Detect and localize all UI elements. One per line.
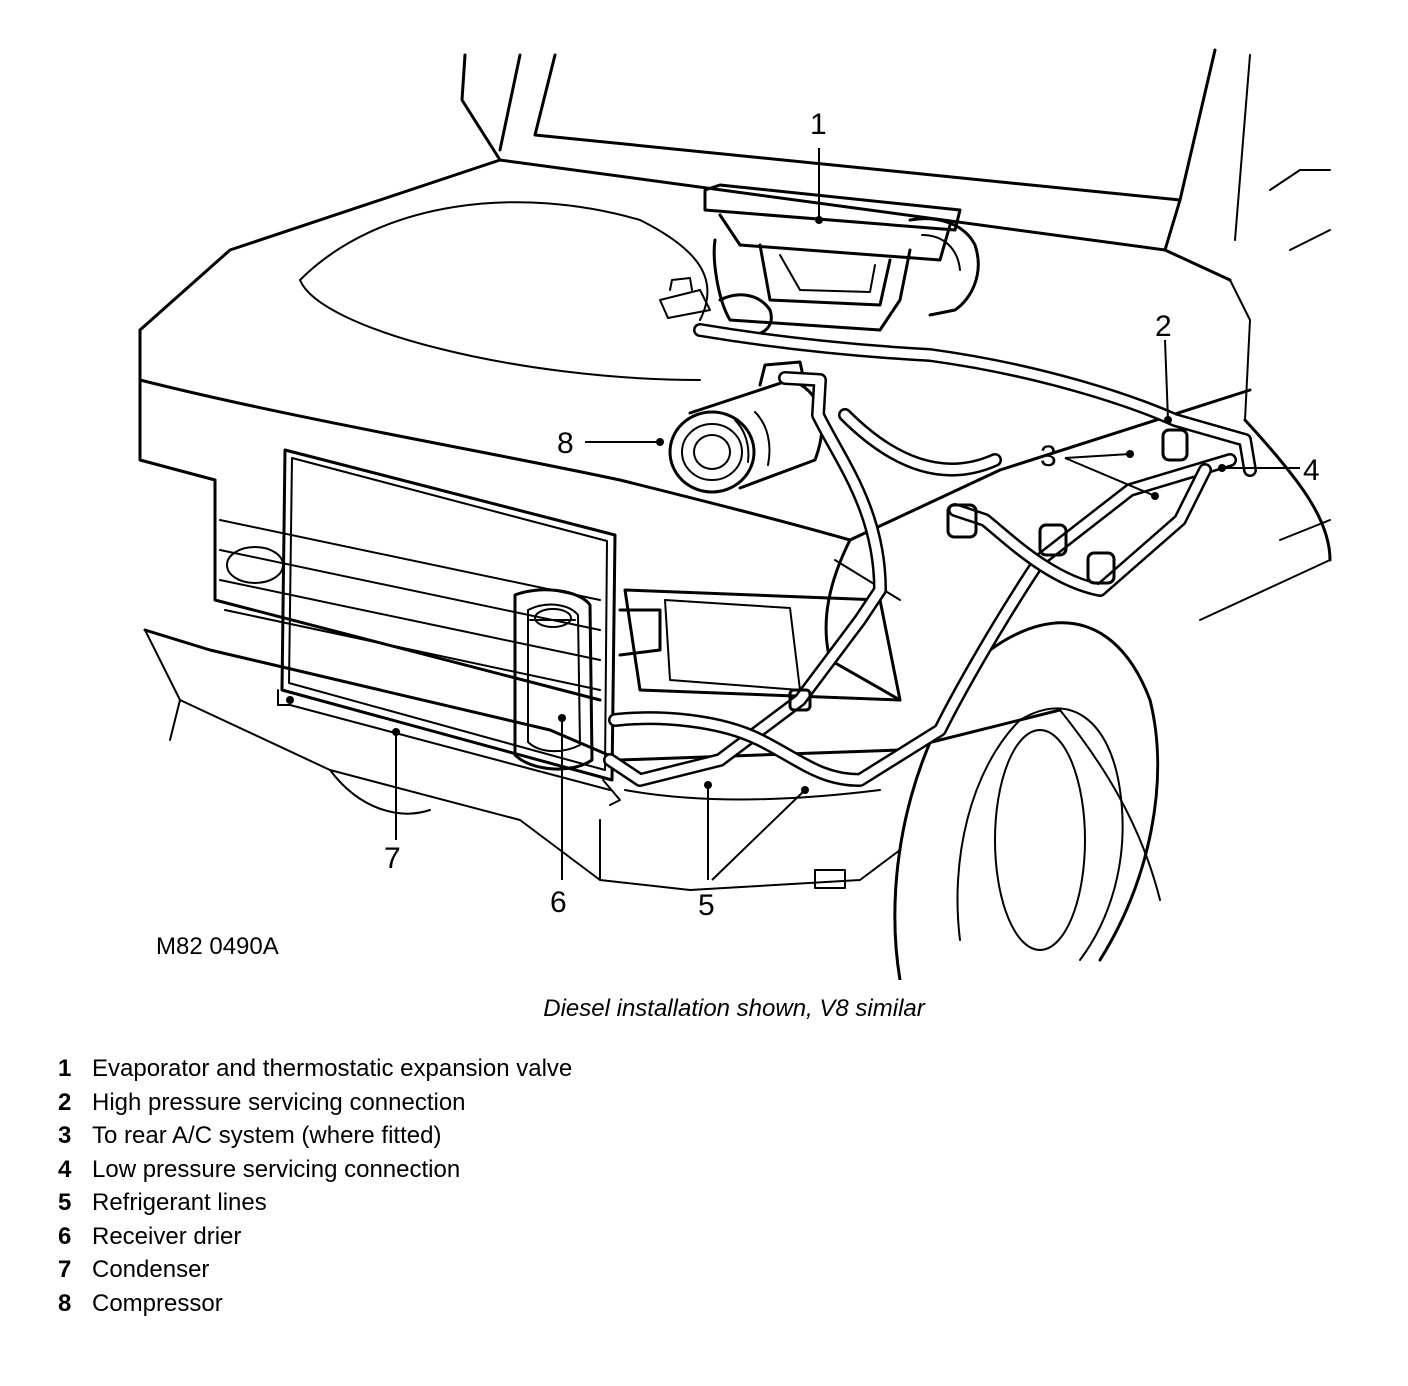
legend-number: 6 xyxy=(58,1222,72,1250)
legend-item: 3 To rear A/C system (where fitted) xyxy=(58,1119,572,1153)
legend-label: Evaporator and thermostatic expansion va… xyxy=(92,1055,573,1082)
legend-item: 5 Refrigerant lines xyxy=(58,1186,572,1220)
callout-number-8: 8 xyxy=(557,427,574,460)
condenser xyxy=(277,448,617,791)
legend-number: 3 xyxy=(58,1122,72,1149)
legend-item: 2 High pressure servicing connection xyxy=(58,1086,572,1120)
legend-label: Compressor xyxy=(92,1289,223,1317)
front-wheel xyxy=(893,621,1160,980)
open-bonnet xyxy=(460,48,1251,252)
legend-label: Condenser xyxy=(92,1256,210,1283)
ac-system-illustration: 1 2 3 4 5 6 7 8 xyxy=(138,48,1332,980)
legend-item: 4 Low pressure servicing connection xyxy=(58,1153,572,1187)
legend-item: 6 Receiver drier xyxy=(58,1220,572,1254)
legend-item: 1 Evaporator and thermostatic expansion v… xyxy=(58,1052,572,1086)
vehicle-body xyxy=(138,158,1332,702)
legend-label: Refrigerant lines xyxy=(92,1189,267,1216)
evaporator xyxy=(659,183,980,337)
callout-number-6: 6 xyxy=(550,886,567,919)
legend-number: 5 xyxy=(58,1189,72,1216)
legend: 1 Evaporator and thermostatic expansion v… xyxy=(58,1052,572,1320)
legend-number: 2 xyxy=(58,1088,72,1116)
callout-number-7: 7 xyxy=(384,842,401,875)
legend-item: 8 Compressor xyxy=(58,1287,572,1321)
receiver-drier xyxy=(513,588,594,771)
figure-id: M82 0490A xyxy=(156,933,279,960)
legend-number: 8 xyxy=(58,1289,72,1317)
legend-label: To rear A/C system (where fitted) xyxy=(92,1122,442,1149)
legend-number: 4 xyxy=(58,1155,72,1183)
legend-label: Receiver drier xyxy=(92,1222,242,1250)
callout-leaders xyxy=(392,148,1300,881)
callout-number-3: 3 xyxy=(1040,440,1057,473)
callout-numbers: 1 2 3 4 5 6 7 8 xyxy=(384,108,1320,922)
callout-number-4: 4 xyxy=(1303,454,1320,487)
refrigerant-lines xyxy=(602,323,1257,806)
callout-number-5: 5 xyxy=(698,889,715,922)
legend-item: 7 Condenser xyxy=(58,1253,572,1287)
legend-number: 7 xyxy=(58,1256,72,1283)
callout-number-1: 1 xyxy=(810,108,827,141)
legend-label: High pressure servicing connection xyxy=(92,1088,466,1116)
callout-number-2: 2 xyxy=(1155,310,1172,343)
legend-label: Low pressure servicing connection xyxy=(92,1155,461,1183)
figure-caption: Diesel installation shown, V8 similar xyxy=(543,995,925,1022)
legend-number: 1 xyxy=(58,1055,72,1082)
